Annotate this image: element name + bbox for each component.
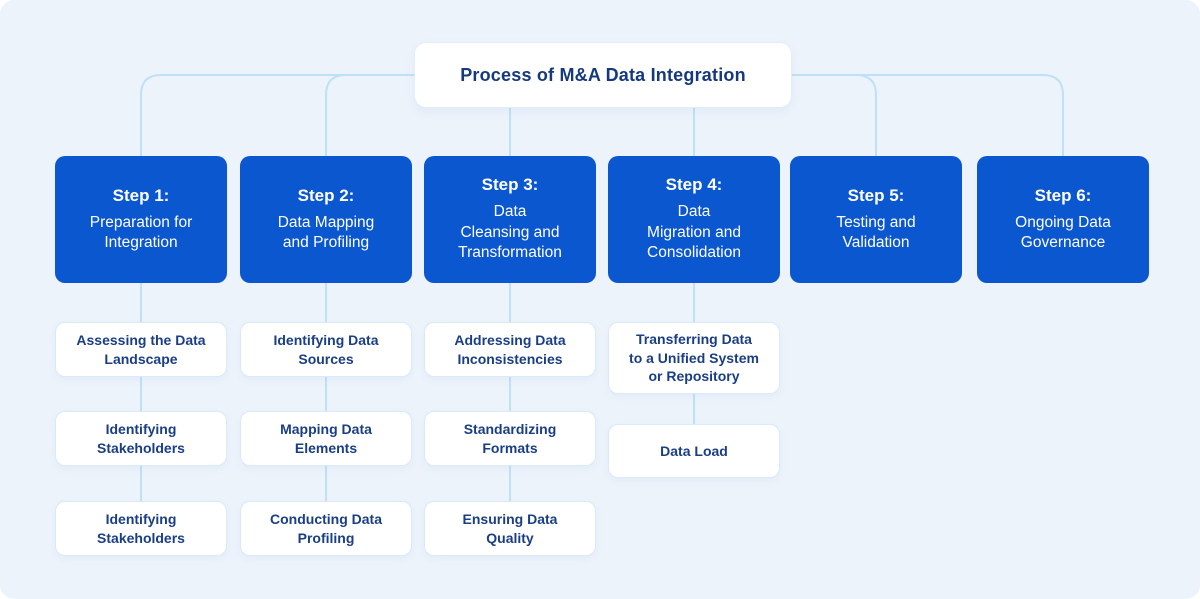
step-3-subitem-2-label: Standardizing Formats [463, 420, 557, 456]
step-1-subitem-1-box: Assessing the Data Landscape [55, 322, 227, 377]
step-2-subitem-1-label: Identifying Data Sources [273, 331, 379, 367]
step-5-name: Testing and Validation [836, 213, 916, 251]
step-6-label: Step 6: [1034, 185, 1092, 205]
step-5-label: Step 5: [847, 185, 905, 205]
step-5-box: Step 5: Testing and Validation [790, 156, 962, 283]
step-4-subitem-2-label: Data Load [660, 442, 728, 459]
connector-title-to-step2 [325, 74, 414, 157]
diagram-title: Process of M&A Data Integration [460, 64, 746, 85]
step-3-subitem-2-box: Standardizing Formats [424, 411, 596, 466]
step-3-subitem-1-box: Addressing Data Inconsistencies [424, 322, 596, 377]
connector-title-to-step1 [140, 74, 414, 157]
step-3-subitem-3-box: Ensuring Data Quality [424, 501, 596, 556]
step-4-name: Data Migration and Consolidation [647, 203, 741, 262]
step-4-label: Step 4: [665, 175, 723, 195]
step-3-label: Step 3: [481, 175, 539, 195]
diagram-title-box: Process of M&A Data Integration [414, 42, 792, 108]
step-3-subitem-1-label: Addressing Data Inconsistencies [454, 331, 566, 367]
step-4-subitem-1-box: Transferring Data to a Unified System or… [608, 322, 780, 394]
step-1-subitem-2-box: Identifying Stakeholders [55, 411, 227, 466]
step-1-box: Step 1: Preparation for Integration [55, 156, 227, 283]
step-2-name: Data Mapping and Profiling [277, 213, 375, 251]
step-3-name: Data Cleansing and Transformation [458, 203, 562, 262]
step-2-label: Step 2: [297, 185, 355, 205]
step-2-box: Step 2: Data Mapping and Profiling [240, 156, 412, 283]
step-2-subitem-2-box: Mapping Data Elements [240, 411, 412, 466]
step-2-subitem-1-box: Identifying Data Sources [240, 322, 412, 377]
step-3-box: Step 3: Data Cleansing and Transformatio… [424, 156, 596, 283]
step-1-subitem-3-label: Identifying Stakeholders [97, 510, 185, 546]
step-6-name: Ongoing Data Governance [1015, 213, 1111, 251]
step-2-subitem-3-label: Conducting Data Profiling [270, 510, 382, 546]
connector-title-to-step6 [790, 74, 1064, 157]
step-4-box: Step 4: Data Migration and Consolidation [608, 156, 780, 283]
step-4-subitem-1-label: Transferring Data to a Unified System or… [629, 330, 759, 385]
step-4-subitem-2-box: Data Load [608, 424, 780, 478]
step-2-subitem-2-label: Mapping Data Elements [280, 420, 372, 456]
step-1-name: Preparation for Integration [89, 213, 193, 251]
step-1-subitem-1-label: Assessing the Data Landscape [76, 331, 206, 367]
step-2-subitem-3-box: Conducting Data Profiling [240, 501, 412, 556]
connector-title-to-step5 [790, 74, 877, 157]
step-1-label: Step 1: [112, 185, 170, 205]
step-3-subitem-3-label: Ensuring Data Quality [462, 510, 558, 546]
step-6-box: Step 6: Ongoing Data Governance [977, 156, 1149, 283]
step-1-subitem-2-label: Identifying Stakeholders [97, 420, 185, 456]
step-1-subitem-3-box: Identifying Stakeholders [55, 501, 227, 556]
